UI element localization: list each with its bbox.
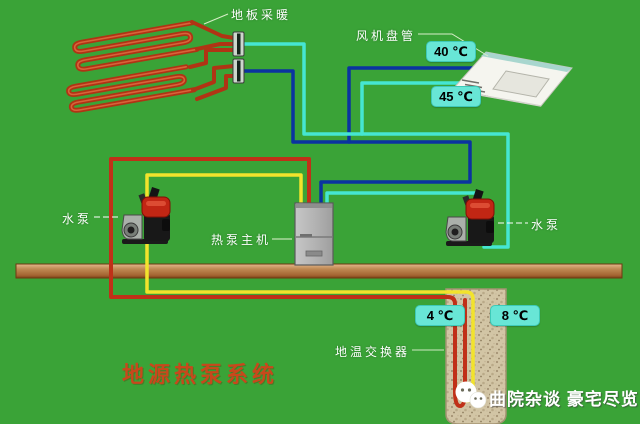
diagram-title: 地源热泵系统: [122, 362, 279, 387]
pointer-lines: [94, 13, 528, 351]
chilled-return-pipes: [242, 66, 486, 207]
pipe-cyan-heatpump-to-pump: [325, 191, 479, 207]
ground-exchanger-label: 地温交换器: [335, 345, 411, 359]
temp-badge-45c: 45 ℃: [431, 86, 481, 107]
watermark-text: 曲院杂谈 豪宅尽览: [489, 390, 639, 409]
coil-panel-lower: [66, 64, 197, 113]
pipe-cyan-branch-fan-coil: [360, 81, 480, 136]
heat-pump-label: 热泵主机: [211, 233, 272, 247]
pump-right-label: 水泵: [531, 218, 562, 232]
pipe-blue-branch-fan-coil: [347, 66, 486, 144]
heat-pump-unit: [294, 202, 334, 266]
fan-coil-pointer: [418, 33, 489, 57]
wechat-bubbles-icon: [455, 366, 487, 409]
water-pump-right: [445, 188, 495, 247]
floor-heating-pointer: [203, 13, 229, 25]
floor-heating-coils: [66, 20, 236, 113]
temp-badge-8c: 8 ℃: [490, 305, 540, 326]
pipe-red-ground-loop: [109, 157, 467, 408]
temp-badge-4c: 4 ℃: [415, 305, 465, 326]
temp-badge-40c: 40 ℃: [426, 41, 476, 62]
coil-connector-pipes: [188, 20, 236, 101]
pump-left-label: 水泵: [62, 212, 93, 226]
coil-panel-upper: [72, 20, 200, 72]
floor-heating-label: 地板采暖: [231, 8, 292, 22]
pipe-cyan-trunk: [242, 42, 510, 249]
fan-coil-label: 风机盘管: [356, 29, 417, 43]
pipe-blue-trunk: [242, 69, 472, 207]
manifold-lower: [232, 58, 245, 84]
manifold-upper: [232, 31, 245, 57]
ground-surface-bar: [15, 263, 623, 279]
